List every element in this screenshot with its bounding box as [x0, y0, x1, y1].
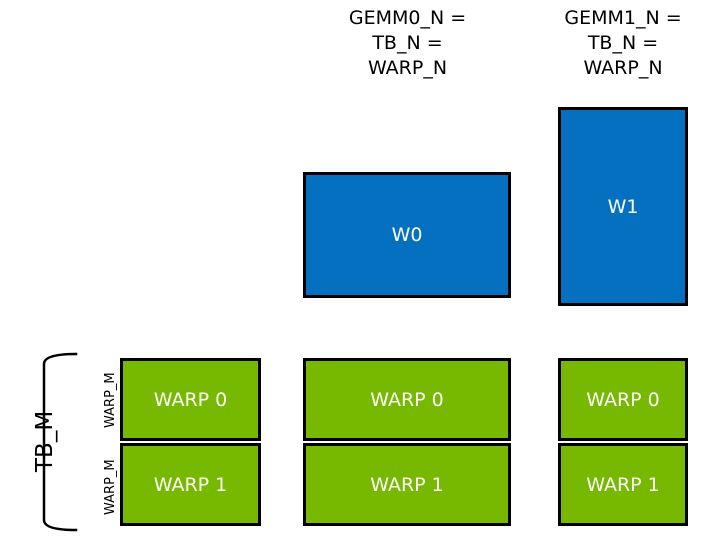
green-cell-col1-warp1: WARP 1	[303, 443, 511, 526]
block-w0: W0	[303, 172, 511, 298]
green-cell-col0-warp0: WARP 0	[120, 358, 261, 441]
label-warp-m-top: WARP_M	[103, 372, 118, 428]
green-cell-col2-warp0-label: WARP 0	[586, 388, 660, 411]
green-cell-col1-warp0-label: WARP 0	[370, 388, 444, 411]
label-warp-m-bottom: WARP_M	[103, 459, 118, 515]
column-header-gemm1: GEMM1_N = TB_N = WARP_N	[564, 7, 682, 79]
label-tb-m: TB_M	[32, 410, 58, 472]
block-w0-label: W0	[391, 224, 423, 246]
green-cell-col1-warp1-label: WARP 1	[370, 473, 444, 496]
green-cell-col0-warp1: WARP 1	[120, 443, 261, 526]
green-cell-col2-warp1-label: WARP 1	[586, 473, 660, 496]
block-w1: W1	[558, 107, 688, 306]
block-w1-label: W1	[607, 195, 639, 218]
green-cell-col0-warp0-label: WARP 0	[153, 388, 228, 411]
green-cell-col0-warp1-label: WARP 1	[153, 473, 228, 496]
green-cell-col2-warp0: WARP 0	[558, 358, 688, 441]
green-cell-col1-warp0: WARP 0	[303, 358, 511, 441]
column-header-gemm0: GEMM0_N = TB_N = WARP_N	[348, 7, 467, 79]
green-cell-col2-warp1: WARP 1	[558, 443, 688, 526]
tb-m-bracket	[42, 352, 78, 532]
